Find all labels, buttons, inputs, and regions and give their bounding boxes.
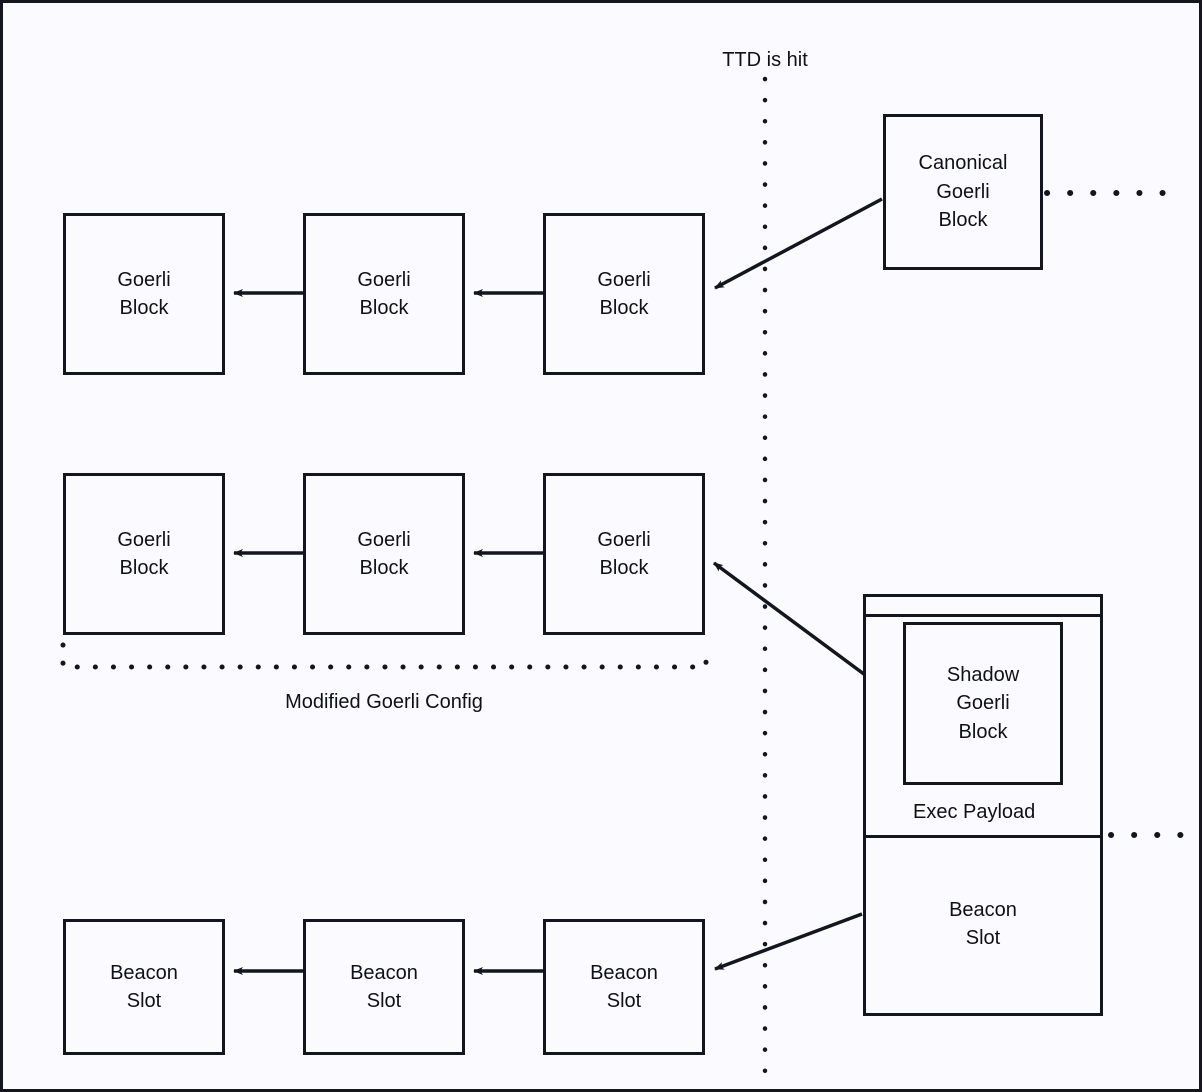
container-header-strip bbox=[866, 597, 1100, 617]
shadow-goerli-block-1[interactable]: Goerli Block bbox=[63, 473, 225, 635]
arrow-beacon-container-to-beacon-3 bbox=[714, 912, 863, 971]
shadow-goerli-block-3[interactable]: Goerli Block bbox=[543, 473, 705, 635]
beacon-slot-1[interactable]: Beacon Slot bbox=[63, 919, 225, 1055]
exec-payload-beacon-divider bbox=[866, 835, 1100, 838]
goerli-block-1[interactable]: Goerli Block bbox=[63, 213, 225, 375]
canonical-goerli-block[interactable]: Canonical Goerli Block bbox=[883, 114, 1043, 270]
ttd-annotation-label: TTD is hit bbox=[722, 49, 808, 71]
exec-payload-label: Exec Payload bbox=[913, 801, 1036, 823]
goerli-block-3[interactable]: Goerli Block bbox=[543, 213, 705, 375]
goerli-block-2[interactable]: Goerli Block bbox=[303, 213, 465, 375]
shadow-goerli-block-inner[interactable]: Shadow Goerli Block bbox=[903, 622, 1063, 785]
arrow-canonical-to-goerli-3 bbox=[714, 197, 883, 290]
beacon-slot-3[interactable]: Beacon Slot bbox=[543, 919, 705, 1055]
modified-goerli-config-label: Modified Goerli Config bbox=[285, 691, 483, 713]
beacon-slot-2[interactable]: Beacon Slot bbox=[303, 919, 465, 1055]
beacon-slot-payload: Beacon Slot bbox=[949, 898, 1017, 949]
shadow-goerli-block-2[interactable]: Goerli Block bbox=[303, 473, 465, 635]
modified-goerli-config-boundary bbox=[60, 642, 709, 670]
beacon-block-container[interactable] bbox=[863, 594, 1103, 1016]
